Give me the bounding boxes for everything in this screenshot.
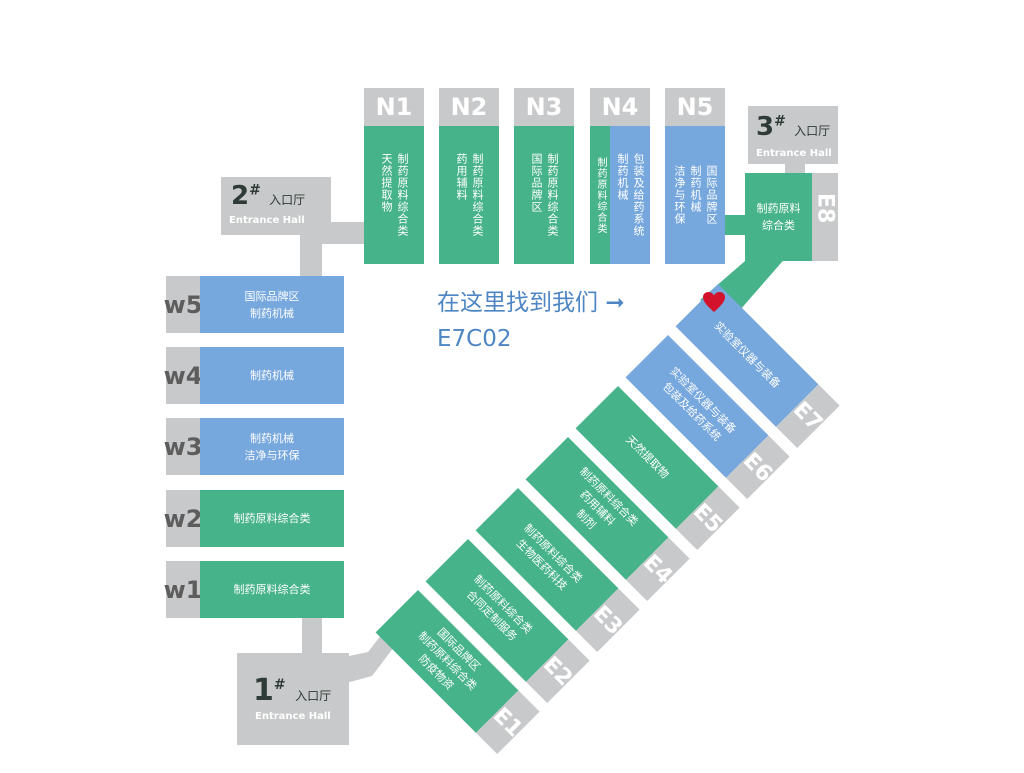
- hall-category-list: 制药原料综合类: [200, 490, 344, 547]
- hall-id: N1: [364, 88, 424, 126]
- category: 制药机械: [689, 165, 702, 213]
- category: 天然提取物: [380, 153, 393, 213]
- hall-body: 国际品牌区 制药机械 洁净与环保: [665, 126, 725, 264]
- hall-category-list: 制药原料综合类: [200, 561, 344, 618]
- hall-category-list: 制药原料综合类 药用辅料: [453, 153, 485, 237]
- category: 综合类: [762, 219, 795, 232]
- category: 制药原料: [756, 202, 801, 215]
- hall-w5[interactable]: w5 国际品牌区 制药机械: [164, 276, 344, 333]
- hall-category-list: 制药原料综合类 国际品牌区: [528, 153, 560, 237]
- hall-w1[interactable]: w1 制药原料综合类: [164, 561, 344, 618]
- hall-mark: #: [249, 182, 261, 199]
- hall-label-en: Entrance Hall: [229, 215, 305, 226]
- hall-n3[interactable]: N3 制药原料综合类 国际品牌区: [514, 88, 574, 264]
- hall-id: w2: [164, 490, 202, 547]
- category: 国际品牌区: [244, 289, 300, 303]
- hall-category-list: 制药原料综合类 天然提取物: [378, 153, 410, 237]
- hall-body: 制药原料综合类 药用辅料: [439, 126, 499, 264]
- hall-n4[interactable]: N4 制药原料综合类 包装及给药系统 制药机械: [590, 88, 650, 264]
- category: 制药机械: [250, 306, 294, 320]
- corridor-w1-to-1: [302, 614, 322, 662]
- category: 制药原料综合类: [233, 583, 311, 596]
- hall-id: N3: [514, 88, 574, 126]
- hall-number: 1: [253, 673, 274, 708]
- category: 制药原料综合类: [546, 153, 559, 237]
- hall-id: w5: [164, 276, 202, 333]
- category: 制药机械: [250, 431, 294, 445]
- category: 制药机械: [250, 369, 294, 382]
- category: 洁净与环保: [673, 165, 686, 225]
- entrance-hall-3[interactable]: 3# 入口厅 Entrance Hall: [748, 106, 838, 164]
- hall-id: w1: [164, 561, 202, 618]
- category: 天然提取物: [623, 433, 672, 482]
- hall-category-list: 包装及给药系统 制药机械: [614, 153, 646, 237]
- hall-category-list: 国际品牌区 制药机械 洁净与环保: [671, 165, 719, 225]
- hall-category-list: 制药机械 洁净与环保: [200, 418, 344, 475]
- hall-category-list: 国际品牌区 制药机械: [200, 276, 344, 333]
- booth-marker-icon[interactable]: [702, 291, 726, 313]
- category: 制药机械: [616, 153, 629, 201]
- hall-id: N5: [665, 88, 725, 126]
- hall-label: 入口厅: [269, 193, 306, 207]
- hall-section-blue: 包装及给药系统 制药机械: [610, 126, 650, 264]
- hall-id: N2: [439, 88, 499, 126]
- hall-id: N4: [590, 88, 650, 126]
- hall-body: 制药原料综合类 天然提取物: [364, 126, 424, 264]
- corridor-2-to-w5: [300, 236, 322, 278]
- hall-n1[interactable]: N1 制药原料综合类 天然提取物: [364, 88, 424, 264]
- category: 国际品牌区: [705, 165, 718, 225]
- hall-mark: #: [273, 677, 286, 693]
- hall-label: 入口厅: [295, 689, 332, 703]
- category: 制药原料综合类: [471, 153, 484, 237]
- find-us-callout: 在这里找到我们 ➞ E7C02: [437, 285, 625, 357]
- category: 国际品牌区: [530, 153, 543, 213]
- entrance-hall-1[interactable]: 1# 入口厅 Entrance Hall: [237, 653, 349, 745]
- category: 包装及给药系统: [632, 153, 645, 237]
- hall-category-list: 制药机械: [200, 347, 344, 404]
- hall-id: w4: [164, 347, 202, 404]
- hall-body: 制药原料综合类 包装及给药系统 制药机械: [590, 126, 650, 264]
- booth-number: E7C02: [437, 326, 512, 352]
- category: 洁净与环保: [244, 448, 300, 462]
- category: 药用辅料: [455, 153, 468, 201]
- hall-number: 2: [231, 181, 250, 211]
- entrance-hall-2[interactable]: 2# 入口厅 Entrance Hall: [221, 177, 331, 235]
- hall-id-bar: E8: [812, 173, 838, 261]
- hall-category-list: 制药原料 综合类: [745, 173, 812, 261]
- category: 制药原料综合类: [595, 156, 606, 234]
- hall-mark: #: [774, 113, 786, 130]
- find-us-text: 在这里找到我们: [437, 290, 598, 316]
- hall-n5[interactable]: N5 国际品牌区 制药机械 洁净与环保: [665, 88, 725, 264]
- hall-body: 制药原料综合类 国际品牌区: [514, 126, 574, 264]
- category: 制药原料综合类: [233, 512, 311, 525]
- hall-number: 3: [756, 112, 775, 142]
- hall-w3[interactable]: w3 制药机械 洁净与环保: [164, 418, 344, 475]
- hall-w2[interactable]: w2 制药原料综合类: [164, 490, 344, 547]
- hall-label-en: Entrance Hall: [255, 711, 331, 722]
- hall-w4[interactable]: w4 制药机械: [164, 347, 344, 404]
- hall-label: 入口厅: [794, 124, 831, 138]
- hall-n2[interactable]: N2 制药原料综合类 药用辅料: [439, 88, 499, 264]
- hall-id: w3: [164, 418, 202, 475]
- category: 制药原料综合类: [396, 153, 409, 237]
- hall-section-green: 制药原料综合类: [590, 126, 610, 264]
- hall-label-en: Entrance Hall: [756, 148, 832, 159]
- hall-e8[interactable]: E8 制药原料 综合类: [745, 173, 838, 261]
- arrow-right-icon: ➞: [605, 290, 625, 316]
- hall-id: E8: [812, 193, 838, 224]
